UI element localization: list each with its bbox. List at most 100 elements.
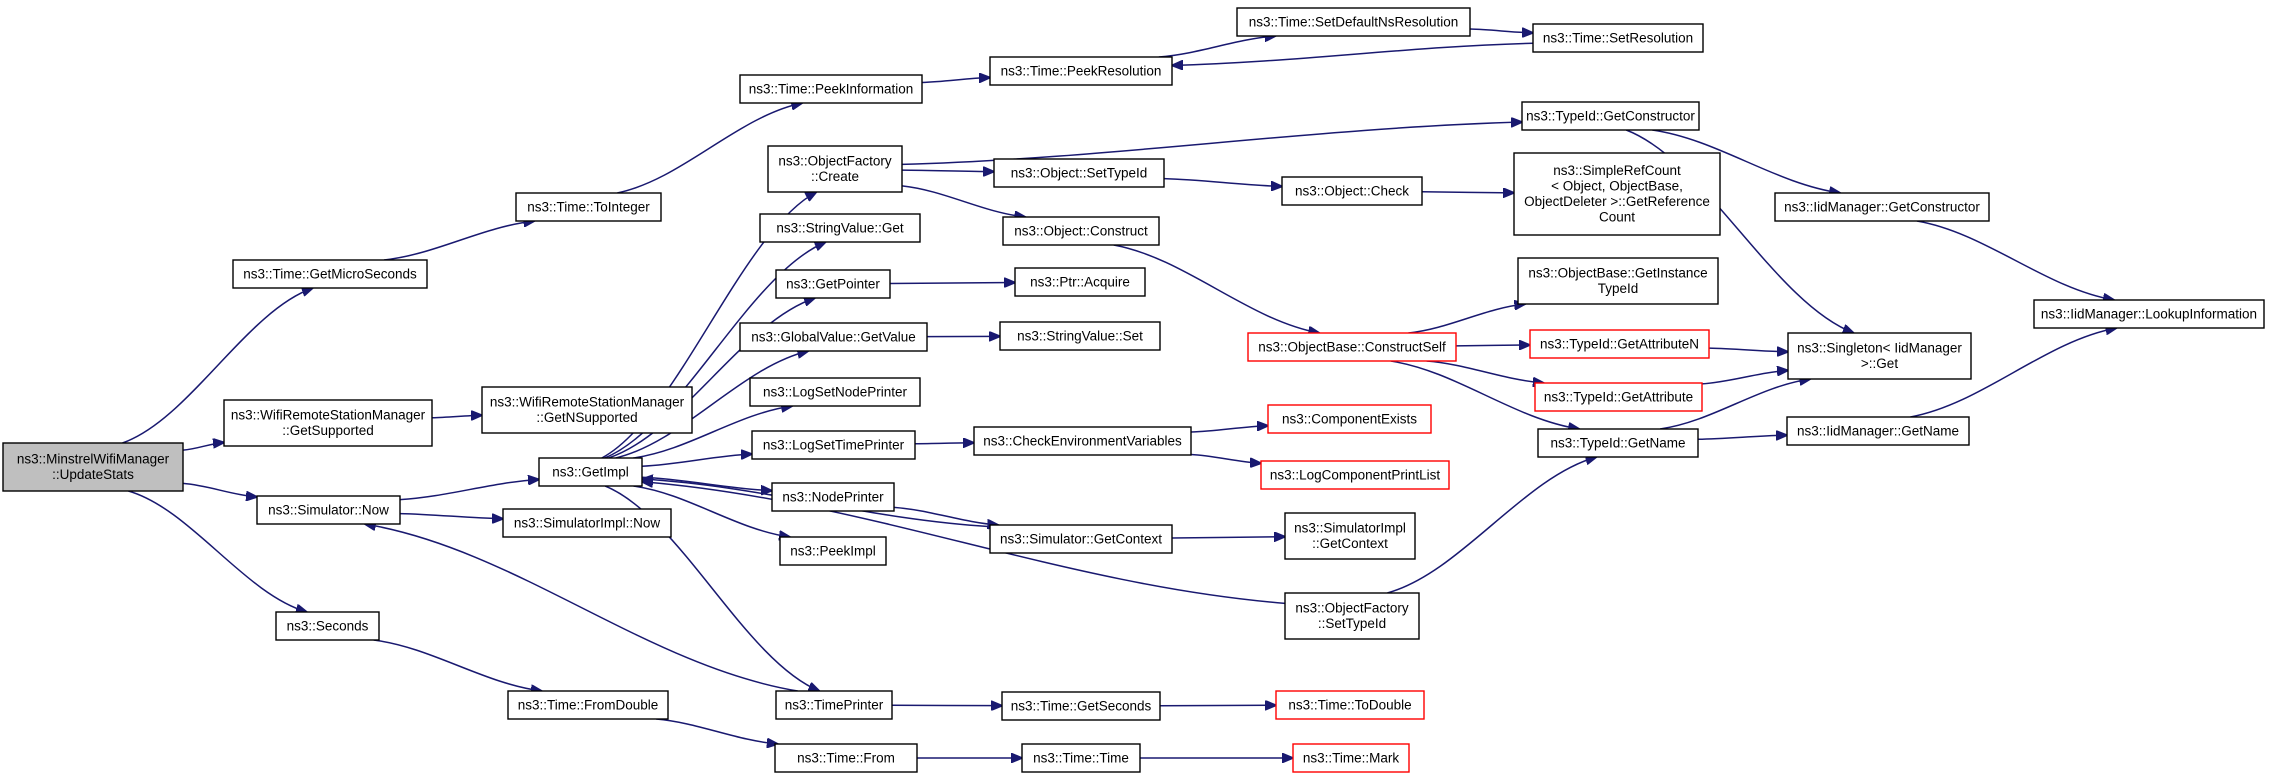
node-label: ns3::ObjectBase::GetInstance	[1528, 266, 1707, 281]
node-label: ns3::MinstrelWifiManager	[17, 452, 170, 467]
node-peekImpl[interactable]: ns3::PeekImpl	[779, 536, 887, 566]
node-singletonGet[interactable]: ns3::Singleton< IidManager>::Get	[1787, 332, 1972, 380]
node-typeIdGetName[interactable]: ns3::TypeId::GetName	[1537, 428, 1699, 458]
node-gvGetValue[interactable]: ns3::GlobalValue::GetValue	[739, 322, 928, 352]
node-typeIdGetAttrN[interactable]: ns3::TypeId::GetAttributeN	[1529, 329, 1710, 359]
node-nodePrinter[interactable]: ns3::NodePrinter	[771, 482, 895, 512]
edge-getImpl-to-gvGetValue	[615, 351, 809, 459]
node-box	[775, 269, 891, 299]
node-typeIdGetAttr[interactable]: ns3::TypeId::GetAttribute	[1534, 382, 1703, 412]
node-wrsmGetNSup[interactable]: ns3::WifiRemoteStationManager::GetNSuppo…	[481, 386, 693, 434]
node-toInteger[interactable]: ns3::Time::ToInteger	[515, 192, 662, 222]
node-label: ns3::Time::PeekResolution	[1001, 63, 1162, 78]
node-box	[759, 213, 921, 243]
node-logSetTime[interactable]: ns3::LogSetTimePrinter	[751, 430, 916, 460]
node-ptrAcquire[interactable]: ns3::Ptr::Acquire	[1014, 267, 1146, 297]
node-label: ObjectDeleter >::GetReference	[1524, 194, 1710, 209]
edge-setRes-to-peekRes	[1172, 42, 1534, 65]
node-label: TypeId	[1598, 281, 1639, 296]
node-box	[1537, 428, 1699, 458]
node-timeFrom[interactable]: ns3::Time::From	[774, 743, 918, 773]
node-label: ns3::StringValue::Set	[1017, 328, 1143, 343]
node-label: ns3::IidManager::GetName	[1797, 423, 1959, 438]
node-box	[502, 508, 672, 538]
edge-root-to-getMicro	[122, 288, 312, 444]
edge-ofSetTypeId-to-getImpl	[642, 482, 1286, 605]
node-strValSet[interactable]: ns3::StringValue::Set	[999, 321, 1161, 351]
node-box	[1021, 743, 1141, 773]
edge-typeIdGetAttrN-to-singletonGet	[1708, 348, 1788, 352]
node-box	[275, 611, 380, 641]
node-label: ns3::StringValue::Get	[776, 220, 904, 235]
edge-logSetTime-to-checkEnv	[914, 443, 974, 444]
node-label: ::SetTypeId	[1318, 616, 1386, 631]
node-box	[1001, 691, 1161, 721]
node-iidGetCons[interactable]: ns3::IidManager::GetConstructor	[1774, 192, 1990, 222]
node-box	[1260, 460, 1450, 490]
node-label: ::GetNSupported	[536, 410, 637, 425]
node-label: ns3::TypeId::GetAttributeN	[1540, 336, 1699, 351]
node-simpleRef[interactable]: ns3::SimpleRefCount< Object, ObjectBase,…	[1513, 152, 1721, 236]
edges-layer	[122, 29, 2116, 758]
edge-obConstructSelf-to-typeIdGetAttrN	[1455, 345, 1530, 346]
edge-objSetTypeId-to-objCheck	[1163, 177, 1282, 187]
node-typeIdGetCons[interactable]: ns3::TypeId::GetConstructor	[1521, 101, 1700, 131]
edge-simNow-to-simImplNow	[399, 512, 503, 519]
node-setRes[interactable]: ns3::Time::SetResolution	[1532, 23, 1704, 53]
node-label: ns3::Time::From	[797, 750, 895, 765]
node-getImpl[interactable]: ns3::GetImpl	[538, 457, 643, 487]
node-root[interactable]: ns3::MinstrelWifiManager::UpdateStats	[2, 442, 184, 492]
edge-toInteger-to-peekInfo	[617, 103, 802, 194]
node-simNow[interactable]: ns3::Simulator::Now	[256, 495, 401, 525]
node-timePrinter[interactable]: ns3::TimePrinter	[775, 690, 893, 720]
node-box	[232, 259, 428, 289]
node-box	[515, 192, 662, 222]
node-label: ns3::Object::Check	[1295, 183, 1409, 198]
node-label: ::UpdateStats	[52, 467, 134, 482]
node-objConstruct[interactable]: ns3::Object::Construct	[1002, 216, 1160, 246]
node-timeGetSec[interactable]: ns3::Time::GetSeconds	[1001, 691, 1161, 721]
node-peekInfo[interactable]: ns3::Time::PeekInformation	[739, 74, 923, 104]
node-box	[1532, 23, 1704, 53]
node-label: ns3::Time::SetDefaultNsResolution	[1249, 14, 1459, 29]
node-peekRes[interactable]: ns3::Time::PeekResolution	[989, 56, 1173, 86]
node-box	[1236, 7, 1471, 37]
node-label: ns3::Time::GetSeconds	[1011, 698, 1152, 713]
node-logSetNode[interactable]: ns3::LogSetNodePrinter	[749, 377, 921, 407]
node-label: >::Get	[1861, 356, 1898, 371]
node-wrsmGetSup[interactable]: ns3::WifiRemoteStationManager::GetSuppor…	[223, 399, 433, 447]
node-fromDouble[interactable]: ns3::Time::FromDouble	[507, 690, 669, 720]
node-simImplGetCtx[interactable]: ns3::SimulatorImpl::GetContext	[1284, 512, 1416, 560]
node-checkEnv[interactable]: ns3::CheckEnvironmentVariables	[973, 426, 1192, 456]
node-logCompPrint[interactable]: ns3::LogComponentPrintList	[1260, 460, 1450, 490]
edge-getImpl-to-getPointer	[608, 298, 815, 459]
node-box	[538, 457, 643, 487]
node-getPointer[interactable]: ns3::GetPointer	[775, 269, 891, 299]
node-label: Count	[1599, 210, 1635, 225]
node-objFactCreate[interactable]: ns3::ObjectFactory::Create	[767, 145, 903, 193]
node-iidLookup[interactable]: ns3::IidManager::LookupInformation	[2033, 299, 2265, 329]
edge-iidGetName-to-iidLookup	[1910, 328, 2116, 418]
node-timeToDouble[interactable]: ns3::Time::ToDouble	[1275, 690, 1425, 720]
node-timeMark[interactable]: ns3::Time::Mark	[1292, 743, 1410, 773]
node-label: ns3::Time::PeekInformation	[749, 81, 914, 96]
node-label: ns3::TypeId::GetName	[1550, 435, 1685, 450]
node-iidGetName[interactable]: ns3::IidManager::GetName	[1786, 416, 1970, 446]
node-seconds[interactable]: ns3::Seconds	[275, 611, 380, 641]
node-timeTime[interactable]: ns3::Time::Time	[1021, 743, 1141, 773]
node-setDefNs[interactable]: ns3::Time::SetDefaultNsResolution	[1236, 7, 1471, 37]
node-objSetTypeId[interactable]: ns3::Object::SetTypeId	[993, 158, 1165, 188]
node-label: ns3::TypeId::GetAttribute	[1544, 389, 1693, 404]
edge-typeIdGetCons-to-singletonGet	[1625, 129, 1854, 333]
node-obConstructSelf[interactable]: ns3::ObjectBase::ConstructSelf	[1247, 332, 1457, 362]
node-ofSetTypeId[interactable]: ns3::ObjectFactory::SetTypeId	[1284, 592, 1420, 640]
node-label: ns3::GetPointer	[786, 276, 880, 291]
node-objCheck[interactable]: ns3::Object::Check	[1281, 176, 1423, 206]
node-getMicro[interactable]: ns3::Time::GetMicroSeconds	[232, 259, 428, 289]
node-simImplNow[interactable]: ns3::SimulatorImpl::Now	[502, 508, 672, 538]
node-simGetCtx[interactable]: ns3::Simulator::GetContext	[989, 524, 1173, 554]
node-box	[1281, 176, 1423, 206]
node-strValGet[interactable]: ns3::StringValue::Get	[759, 213, 921, 243]
node-compExists[interactable]: ns3::ComponentExists	[1267, 404, 1432, 434]
